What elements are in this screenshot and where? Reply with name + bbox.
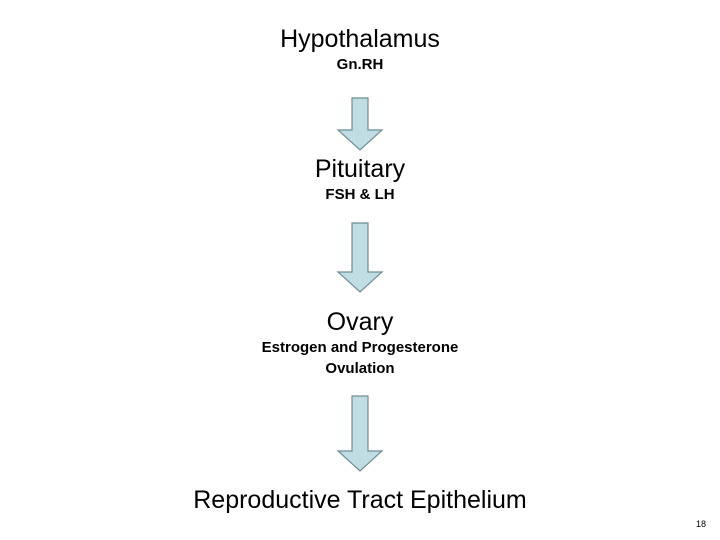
node-ovary-subtitle-secondary: Ovulation — [325, 360, 395, 377]
node-reproductive-tract: Reproductive Tract Epithelium — [0, 485, 720, 515]
node-hypothalamus: Hypothalamus Gn.RH — [0, 24, 720, 75]
page-number: 18 — [695, 519, 706, 529]
node-ovary: Ovary Estrogen and Progesterone Ovulatio… — [0, 307, 720, 379]
arrow-hypothalamus-to-pituitary — [336, 97, 384, 152]
node-pituitary-title: Pituitary — [314, 155, 406, 183]
node-ovary-title: Ovary — [326, 308, 394, 336]
node-pituitary-subtitle: FSH & LH — [325, 186, 395, 203]
arrow-ovary-to-tract — [336, 395, 384, 473]
node-hypothalamus-title: Hypothalamus — [280, 25, 440, 53]
node-hypothalamus-subtitle: Gn.RH — [336, 56, 384, 73]
node-ovary-subtitle: Estrogen and Progesterone — [261, 339, 459, 356]
node-pituitary: Pituitary FSH & LH — [0, 154, 720, 205]
node-reproductive-tract-title: Reproductive Tract Epithelium — [193, 486, 527, 514]
arrow-pituitary-to-ovary — [336, 222, 384, 294]
